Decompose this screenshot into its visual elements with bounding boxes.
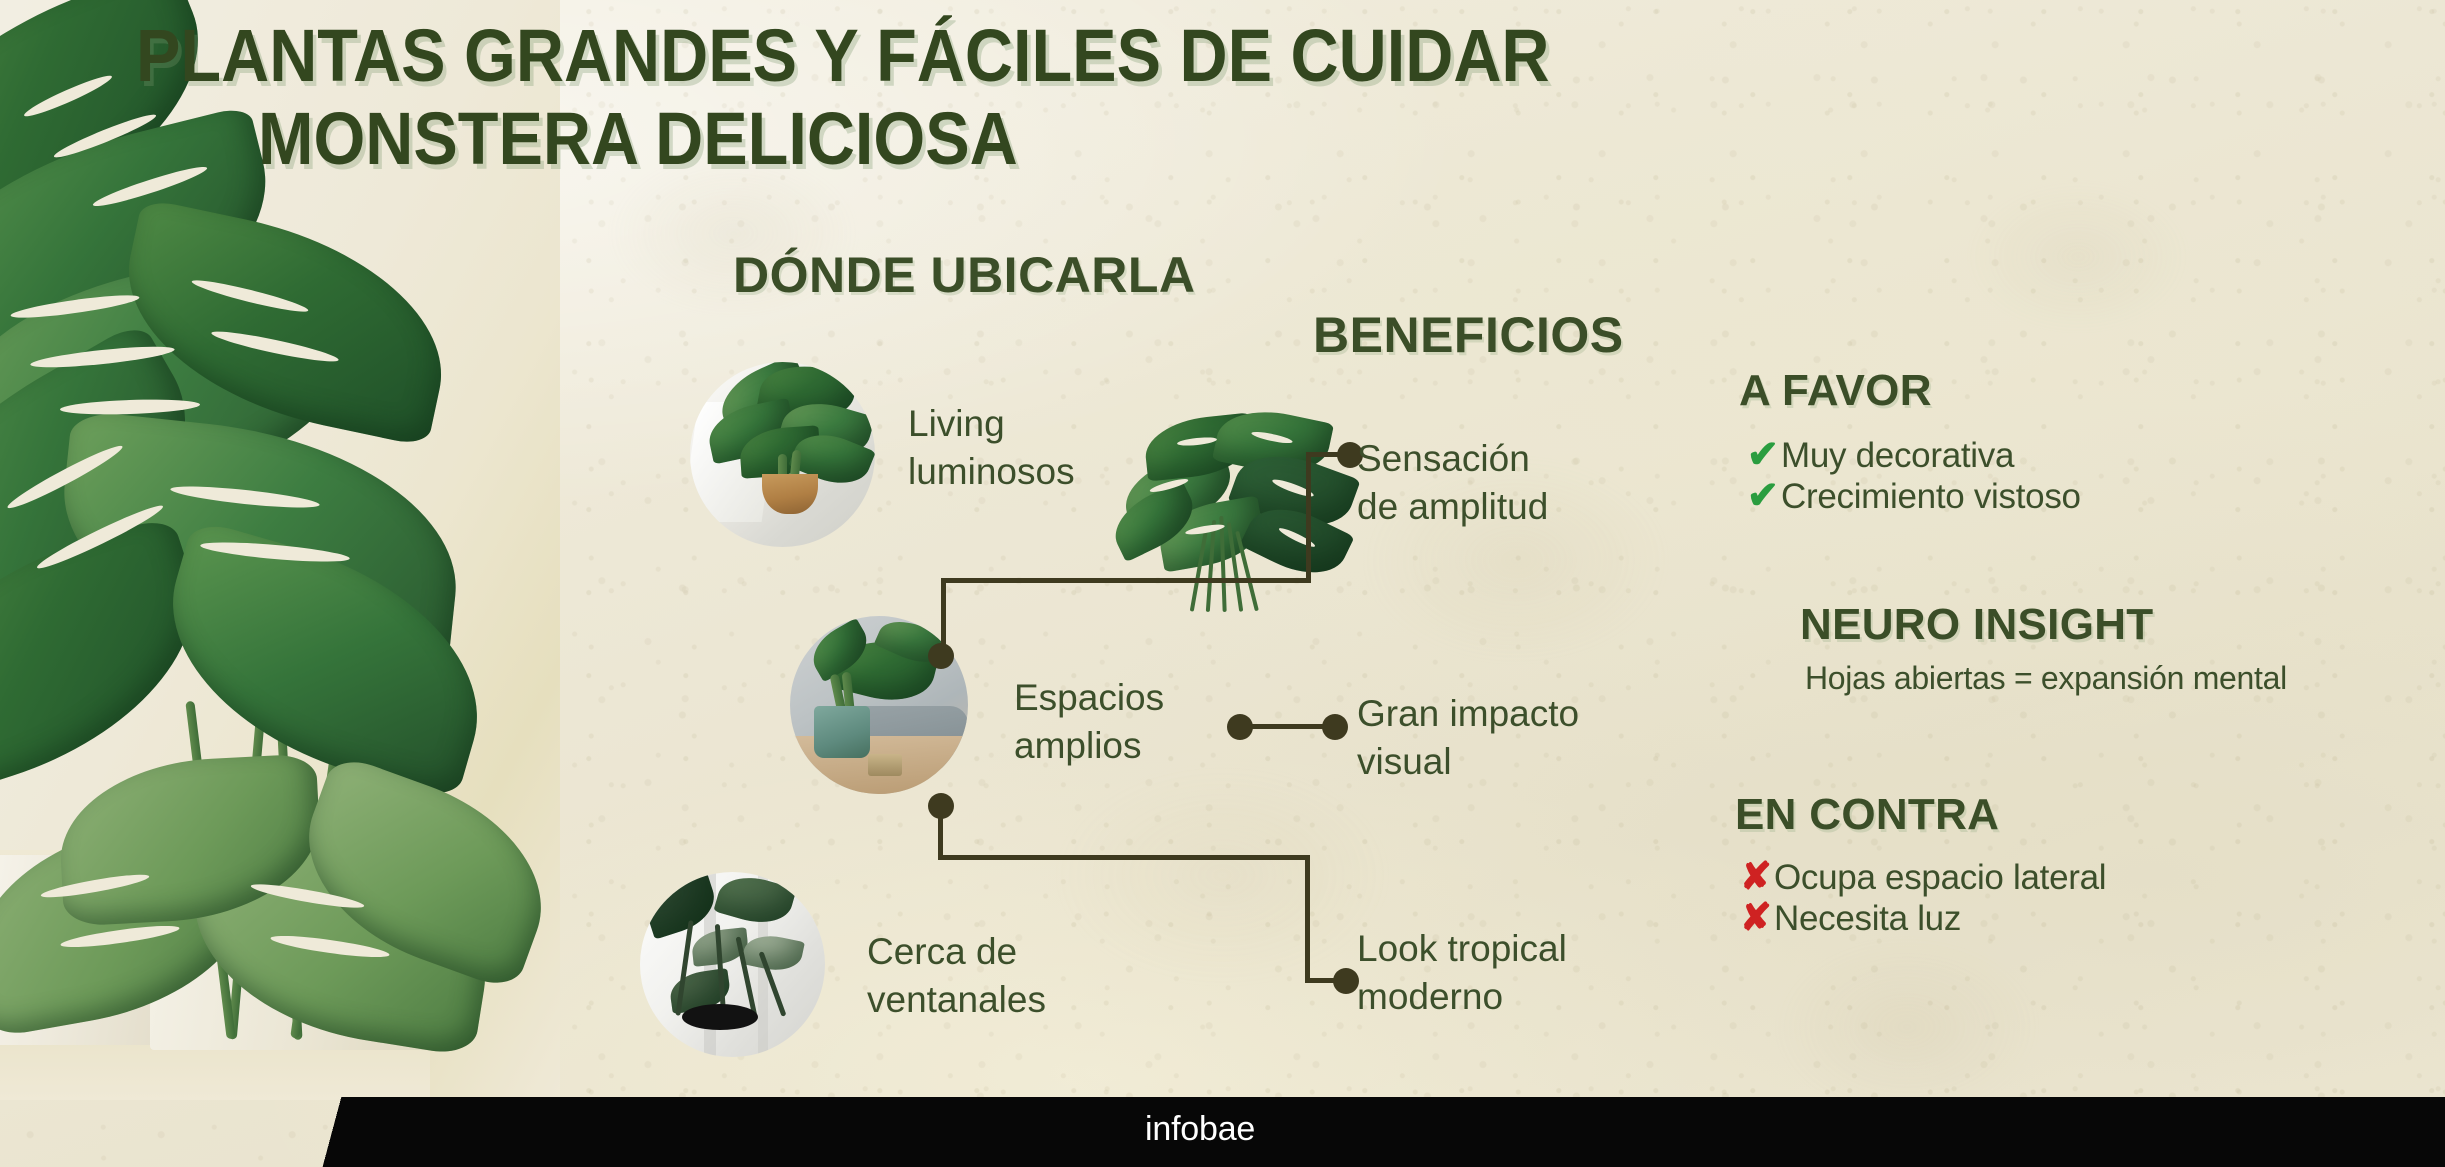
- cons-item-label: Ocupa espacio lateral: [1774, 858, 2107, 897]
- hero-monstera-photo: [0, 0, 560, 1100]
- pros-list-item: ✔ Muy decorativa: [1747, 436, 2081, 477]
- pros-item-label: Crecimiento vistoso: [1781, 476, 2081, 516]
- connector-segment: [1240, 724, 1336, 729]
- section-heading-neuro-insight: NEURO INSIGHT: [1800, 600, 2154, 649]
- section-heading-a-favor: A FAVOR: [1739, 366, 1932, 415]
- section-heading-donde-ubicarla: DÓNDE UBICARLA: [733, 247, 1196, 303]
- cons-list-item: ✘ Ocupa espacio lateral: [1740, 856, 2107, 899]
- connector-segment: [941, 578, 946, 654]
- section-heading-beneficios: BENEFICIOS: [1313, 307, 1624, 363]
- page-title-line2: MONSTERA DELICIOSA: [258, 97, 1018, 180]
- location-photo-living-luminosos: [690, 362, 875, 547]
- check-icon: ✔: [1747, 434, 1779, 476]
- check-icon: ✔: [1747, 474, 1779, 517]
- pros-list-item: ✔ Crecimiento vistoso: [1747, 477, 2081, 518]
- benefit-label-look-tropical: Look tropical moderno: [1357, 928, 1567, 1017]
- page-title-line1: PLANTAS GRANDES Y FÁCILES DE CUIDAR: [136, 14, 1550, 97]
- connector-dot-beneficio-2: [1322, 714, 1348, 740]
- cross-icon: ✘: [1740, 856, 1772, 898]
- location-photo-cerca-de-ventanales: [640, 872, 825, 1057]
- connector-dot-espacios-amplios-top: [928, 643, 954, 669]
- footer-bar: [370, 1097, 2445, 1167]
- benefit-label-sensacion-amplitud: Sensación de amplitud: [1357, 438, 1549, 527]
- cons-list-item: ✘ Necesita luz: [1740, 899, 2106, 940]
- pros-list: ✔ Muy decorativa ✔ Crecimiento vistoso: [1747, 436, 2081, 517]
- location-label-espacios-amplios: Espacios amplios: [1014, 677, 1165, 766]
- neuro-insight-text: Hojas abiertas = expansión mental: [1805, 660, 2287, 696]
- connector-segment: [1305, 855, 1310, 983]
- center-monstera-cluster: [1104, 400, 1361, 620]
- section-heading-en-contra: EN CONTRA: [1735, 790, 2000, 839]
- location-label-cerca-ventanales: Cerca de ventanales: [867, 931, 1046, 1020]
- pros-item-label: Muy decorativa: [1781, 436, 2015, 475]
- connector-segment: [941, 578, 1311, 583]
- connector-segment: [938, 806, 943, 860]
- connector-dot-beneficio-3: [1333, 968, 1359, 994]
- infobae-logo: infobae: [1145, 1110, 1256, 1148]
- benefit-label-gran-impacto: Gran impacto visual: [1357, 693, 1580, 782]
- connector-segment: [938, 855, 1310, 860]
- location-label-living-luminosos: Living luminosos: [908, 403, 1075, 492]
- connector-segment: [1305, 978, 1357, 983]
- connector-dot-beneficio-1: [1337, 442, 1363, 468]
- cross-icon: ✘: [1740, 896, 1772, 939]
- cons-list: ✘ Ocupa espacio lateral ✘ Necesita luz: [1740, 856, 2107, 940]
- connector-segment: [1306, 452, 1311, 582]
- cons-item-label: Necesita luz: [1774, 898, 1962, 938]
- connector-segment: [1306, 452, 1360, 457]
